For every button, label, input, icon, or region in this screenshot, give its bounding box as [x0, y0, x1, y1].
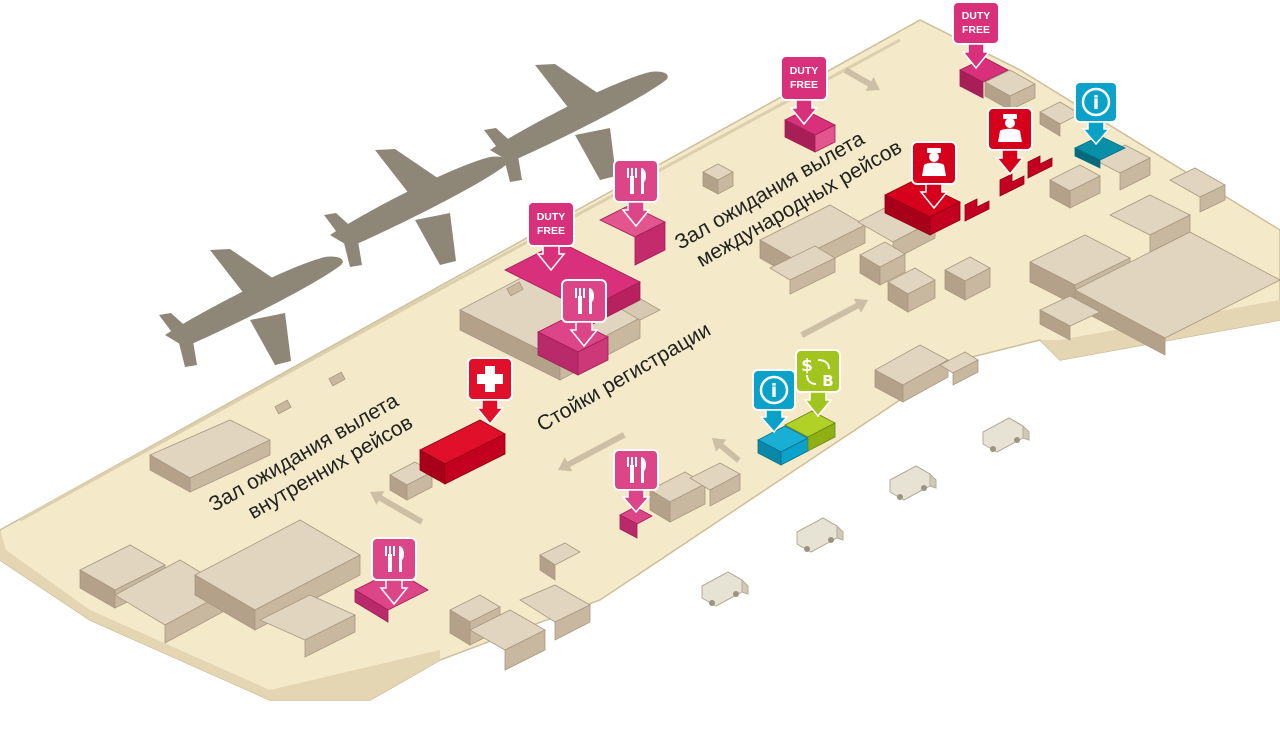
- svg-text:B: B: [822, 372, 833, 390]
- restaurant-sign: [613, 449, 659, 514]
- fork-knife-icon: [627, 457, 647, 483]
- van-icon: [889, 465, 937, 501]
- medical-point: [419, 419, 506, 485]
- officer-icon: [998, 114, 1022, 142]
- fork-knife-icon: [575, 288, 595, 314]
- currency-exchange-icon: $ B: [801, 356, 834, 390]
- van-icon: [796, 517, 844, 553]
- arrow-icon: [800, 298, 868, 338]
- currency-exchange: [784, 410, 836, 452]
- van-icon: [982, 417, 1030, 453]
- duty-free-sign: DUTY FREE: [527, 201, 575, 272]
- restaurant-sign: [561, 279, 607, 348]
- restaurant-sign: [371, 537, 417, 606]
- svg-text:FREE: FREE: [790, 79, 818, 91]
- building-blocks: [79, 69, 1280, 671]
- information-sign: i: [1074, 81, 1118, 146]
- information-sign: i: [752, 369, 796, 434]
- terminal-floor: [0, 19, 1280, 701]
- airplane-icon: [159, 249, 343, 367]
- svg-text:$: $: [801, 356, 813, 376]
- svg-text:DUTY: DUTY: [790, 65, 819, 77]
- duty-free-shop: [504, 57, 1009, 329]
- arrow-icon: [843, 67, 880, 91]
- duty-free-sign: DUTY FREE: [780, 55, 828, 126]
- airplane-icon: [324, 149, 508, 267]
- svg-text:DUTY: DUTY: [962, 10, 991, 22]
- van-icon: [701, 571, 749, 607]
- arrow-icon: [712, 438, 741, 463]
- restaurant-sign: [613, 159, 659, 228]
- officer-icon: [922, 148, 946, 176]
- arrow-icon: [558, 432, 626, 472]
- passport-control-sign: [987, 107, 1033, 176]
- fork-knife-icon: [385, 546, 405, 572]
- arrow-icon: [370, 491, 424, 525]
- svg-text:DUTY: DUTY: [537, 211, 566, 223]
- medical-sign: [467, 357, 513, 426]
- passport-control: [884, 155, 1053, 236]
- flow-arrows: [370, 67, 880, 525]
- duty-free-sign: DUTY FREE: [952, 1, 1000, 70]
- medical-cross-icon: [477, 366, 503, 392]
- currency-exchange-sign: $ B: [795, 349, 841, 418]
- svg-text:FREE: FREE: [962, 24, 990, 36]
- info-desk: [757, 135, 1126, 466]
- svg-text:FREE: FREE: [537, 225, 565, 237]
- info-icon: i: [1093, 92, 1100, 114]
- passport-control-sign: [911, 141, 957, 210]
- info-icon: i: [771, 380, 778, 402]
- fork-knife-icon: [627, 168, 647, 194]
